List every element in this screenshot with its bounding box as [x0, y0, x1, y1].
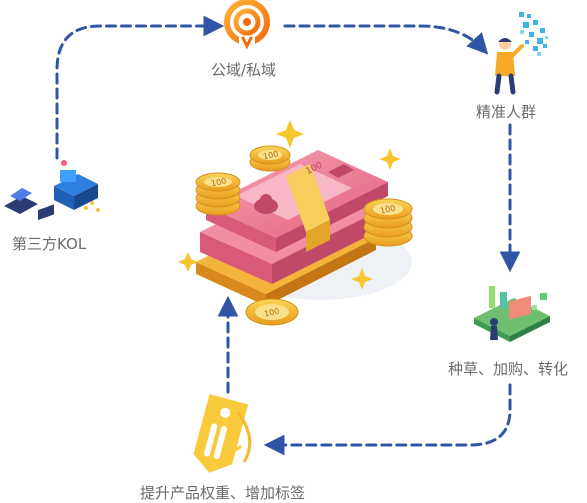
kol-devices-icon — [4, 160, 100, 221]
label-public-private: 公域/私域 — [211, 61, 277, 79]
label-kol: 第三方KOL — [12, 235, 87, 253]
coin-labels: 100 100 100 100 — [210, 149, 396, 318]
label-tagging: 提升产品权重、增加标签 — [140, 484, 306, 502]
coin-label: 100 — [379, 204, 396, 216]
arrow-conversion-to-tagging — [263, 383, 512, 456]
coin-label: 100 — [210, 176, 227, 188]
coin-label: 100 — [263, 307, 280, 319]
label-conversion: 种草、加购、转化 — [448, 360, 569, 378]
person-data-icon — [494, 12, 548, 95]
tag-string — [236, 411, 252, 463]
conversion-platform-icon — [474, 286, 550, 342]
coin-label: 100 — [262, 149, 279, 161]
flow-arrows — [55, 15, 521, 456]
label-precise-crowd: 精准人群 — [476, 103, 537, 121]
arrow-kol-to-public — [55, 15, 225, 160]
price-tag-icon — [193, 394, 249, 473]
signal-broadcast-icon — [224, 0, 270, 50]
money-stack-illustration — [178, 120, 413, 326]
arrow-public-to-crowd — [283, 24, 489, 55]
